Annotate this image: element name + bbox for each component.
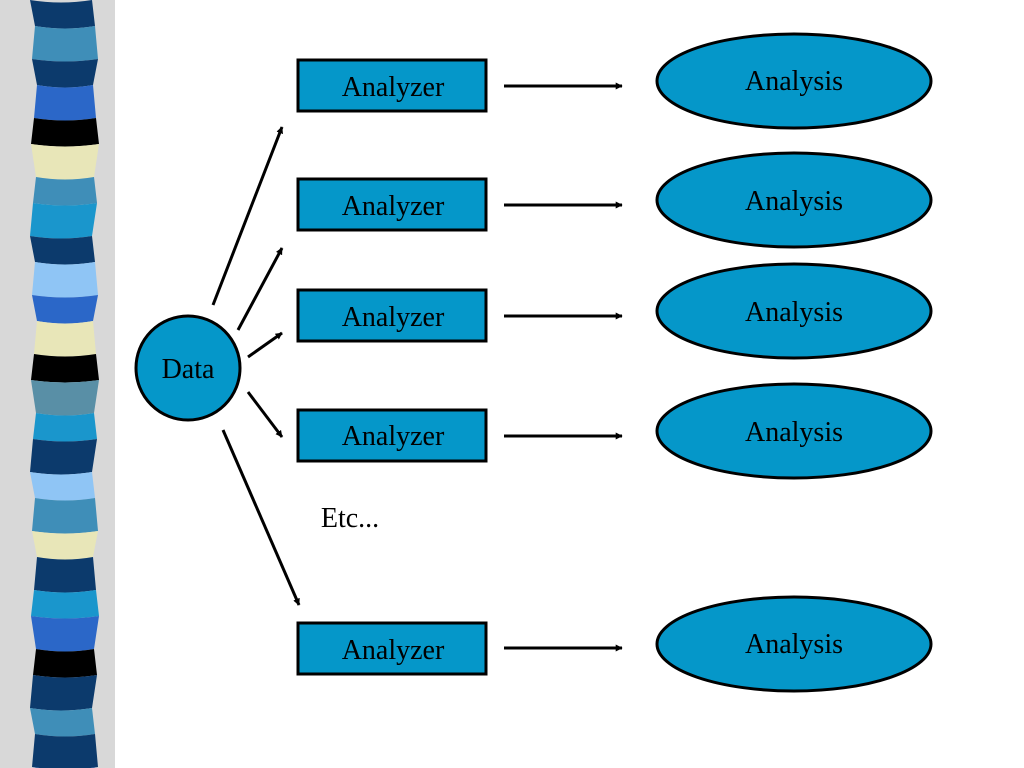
stripe-band [30, 0, 95, 29]
stripe-band [30, 439, 97, 475]
stripe-band [33, 649, 97, 678]
analysis-ellipse-3 [655, 262, 933, 360]
analysis-ellipse-1 [655, 32, 933, 130]
analysis-ellipse-5 [655, 595, 933, 693]
stripe-band [31, 118, 99, 147]
analysis-ellipse-2 [655, 151, 933, 249]
analyzer-label-4: Analyzer [341, 421, 445, 452]
analyzer-label-2: Analyzer [341, 191, 445, 222]
stripe-band [34, 557, 96, 593]
stripe-band [31, 616, 99, 652]
stripe-band [32, 262, 98, 298]
ellipsis-text: Etc... [320, 503, 380, 534]
analyzer-box-3 [296, 288, 488, 343]
stripe-band [30, 472, 95, 501]
data-to-analyzer-3-arrow [247, 331, 283, 359]
stripe-band [31, 380, 99, 416]
analyzer-label-1: Analyzer [341, 72, 445, 103]
analyzer-box-5 [296, 621, 488, 676]
analysis-label-2: Analysis [745, 186, 843, 217]
stripe-band [34, 321, 96, 357]
stripe-band [30, 203, 97, 239]
analyzer-label-3: Analyzer [341, 302, 445, 333]
stripe-band [31, 144, 99, 180]
stripe-band [33, 413, 97, 442]
data-node-label: Data [161, 354, 215, 385]
decorative-stripe-border [0, 0, 115, 768]
analyzer-box-1 [296, 58, 488, 113]
data-to-analyzer-4-arrow [246, 391, 284, 438]
analysis-ellipse-4 [655, 382, 933, 480]
analysis-label-5: Analysis [745, 629, 843, 660]
analysis-label-1: Analysis [745, 66, 843, 97]
stripe-band [32, 531, 98, 560]
stripe-band [30, 236, 95, 265]
stripe-band [31, 590, 99, 619]
data-to-analyzer-1-arrow [211, 126, 284, 306]
stripe-band [30, 708, 95, 737]
stripe-band [33, 177, 97, 206]
stripe-band [32, 26, 98, 62]
data-node [134, 314, 242, 422]
analyzer-box-2 [296, 177, 488, 232]
stripe-band [31, 354, 99, 383]
stripe-band [32, 498, 98, 534]
stripe-band [34, 85, 96, 121]
analyzer-label-5: Analyzer [341, 635, 445, 666]
data-to-analyzer-5-arrow [221, 429, 301, 606]
stripe-band [32, 295, 98, 324]
analysis-label-3: Analysis [745, 297, 843, 328]
data-to-analyzer-2-arrow [236, 247, 284, 331]
stripe-band [32, 734, 98, 768]
analyzer-box-4 [296, 408, 488, 463]
stripe-band [30, 675, 97, 711]
analysis-label-4: Analysis [745, 417, 843, 448]
stripe-band [32, 59, 98, 88]
